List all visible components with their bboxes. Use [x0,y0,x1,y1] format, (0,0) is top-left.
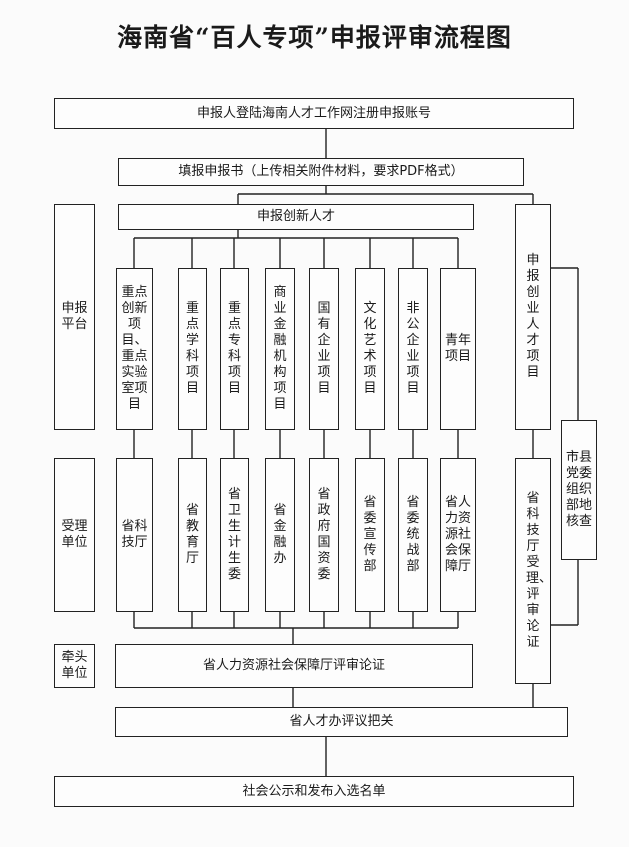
category-box: 重点创新项目、重点实验室项目 [116,268,153,430]
category-label: 重点学科项目 [185,301,199,396]
category-label: 青年项目 [444,333,471,364]
publish-box: 社会公示和发布入选名单 [54,776,574,807]
category-box: 重点专科项目 [220,268,249,430]
category-box: 国有企业项目 [309,268,339,430]
category-label: 重点专科项目 [227,301,241,396]
side-label-lead: 牵头单位 [54,644,95,688]
department-box: 省委宣传部 [355,458,385,612]
department-label: 省科技厅 [121,519,148,550]
category-box: 文化艺术项目 [355,268,385,430]
register-box: 申报人登陆海南人才工作网注册申报账号 [54,98,574,129]
talent-office-label: 省人才办评议把关 [289,714,394,729]
department-label: 省委宣传部 [363,495,377,574]
side-label-platform: 申报平台 [54,204,95,430]
sci-review-label: 省科技厅受理、评审论证 [526,491,553,650]
sci-review-box: 省科技厅受理、评审论证 [515,458,553,684]
county-check-box: 市县党委组织部地核查 [561,420,597,560]
department-box: 省科技厅 [116,458,153,612]
category-label: 文化艺术项目 [363,301,377,396]
talent-office-box: 省人才办评议把关 [115,707,568,737]
category-label: 商业金融机构项目 [273,285,287,412]
department-box: 省教育厅 [178,458,207,612]
department-box: 省政府国资委 [309,458,339,612]
fill-box: 填报申报书（上传相关附件材料，要求PDF格式） [118,158,524,186]
department-label: 省金融办 [273,503,287,566]
category-label: 重点创新项目、重点实验室项目 [121,285,148,412]
side-label-accept: 受理单位 [54,458,95,612]
category-box: 商业金融机构项目 [265,268,295,430]
page-title: 海南省“百人专项”申报评审流程图 [117,23,512,52]
side-label-accept-text: 受理单位 [61,519,88,550]
side-label-platform-text: 申报平台 [61,301,88,332]
department-box: 省人力资源社会保障厅 [440,458,476,612]
register-label: 申报人登陆海南人才工作网注册申报账号 [196,105,431,121]
county-check-label: 市县党委组织部地核查 [565,450,592,529]
hr-review-label: 省人力资源社会保障厅评审论证 [202,658,385,673]
department-box: 省卫生计生委 [220,458,249,612]
innovation-box: 申报创新人才 [118,204,474,230]
department-box: 省金融办 [265,458,295,612]
side-label-lead-text: 牵头单位 [61,650,88,681]
category-box: 青年项目 [440,268,476,430]
entrepreneur-box: 申报创业人才项目 [515,204,551,430]
category-label: 国有企业项目 [317,301,331,396]
department-label: 省委统战部 [406,495,420,574]
entrepreneur-label: 申报创业人才项目 [526,253,540,380]
department-label: 省政府国资委 [317,487,331,582]
department-label: 省卫生计生委 [227,487,241,582]
department-label: 省教育厅 [185,503,199,566]
innovation-label: 申报创新人才 [256,209,335,224]
category-box: 重点学科项目 [178,268,207,430]
department-box: 省委统战部 [398,458,428,612]
category-label: 非公企业项目 [406,301,420,396]
category-box: 非公企业项目 [398,268,428,430]
hr-review-box: 省人力资源社会保障厅评审论证 [115,644,473,688]
department-label: 省人力资源社会保障厅 [444,495,471,574]
fill-label: 填报申报书（上传相关附件材料，要求PDF格式） [178,164,464,179]
publish-label: 社会公示和发布入选名单 [242,783,386,799]
